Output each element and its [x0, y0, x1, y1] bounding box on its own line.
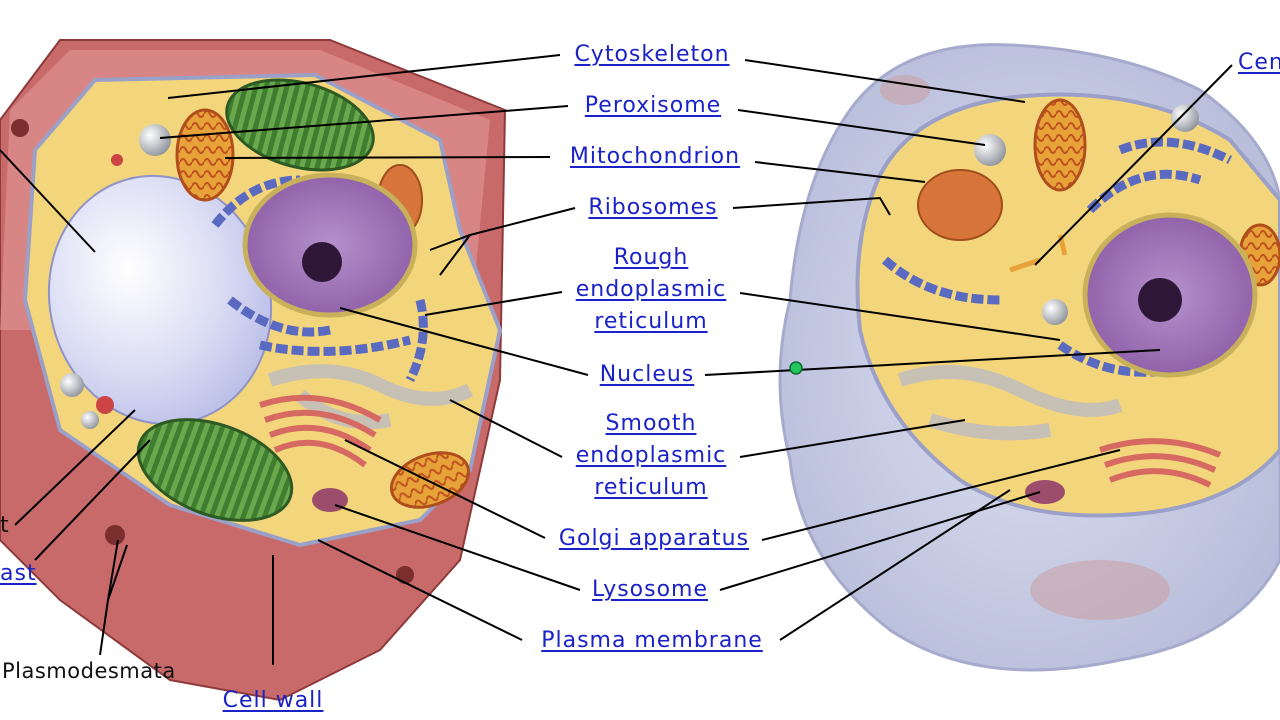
- leader-mitochondrion: [754, 161, 926, 183]
- plasmodesmata-pit: [396, 566, 414, 584]
- label-cytoskeleton[interactable]: Cytoskeleton: [574, 42, 730, 67]
- rough-er: [211, 175, 428, 383]
- label-smooth-er-line2[interactable]: endoplasmic: [575, 443, 727, 468]
- golgi: [1099, 438, 1222, 488]
- leader-mitochondrion: [224, 156, 551, 159]
- label-plasma-membrane[interactable]: Plasma membrane: [541, 628, 763, 653]
- leader-plasma-membrane: [317, 539, 523, 641]
- leader-plasma-membrane: [779, 489, 1011, 641]
- label-smooth-er-line3[interactable]: reticulum: [594, 475, 708, 500]
- vesicle: [880, 75, 930, 105]
- leader-plasmodesmata: [107, 544, 128, 601]
- leader-vacuole-partial: [14, 409, 136, 526]
- leader-peroxisome: [159, 105, 569, 139]
- label-nucleus[interactable]: Nucleus: [599, 362, 695, 387]
- plasmodesmata-pit: [11, 119, 29, 137]
- leader-golgi: [761, 449, 1121, 541]
- leader-peroxisome: [737, 109, 986, 146]
- leader-rough-er: [739, 292, 1061, 341]
- label-plasmodesmata: Plasmodesmata: [2, 659, 176, 683]
- leader-ribosomes: [732, 196, 891, 216]
- peroxisome: [139, 124, 171, 156]
- label-smooth-er[interactable]: Smooth endoplasmic reticulum: [576, 408, 727, 504]
- chloroplast: [136, 418, 294, 522]
- nucleolus: [1138, 278, 1182, 322]
- ribosome: [96, 396, 114, 414]
- leader-lines: [0, 54, 1233, 665]
- leader-chloroplast: [34, 439, 151, 561]
- label-cell-wall[interactable]: Cell wall: [222, 688, 324, 713]
- label-rough-er-line1[interactable]: Rough: [613, 245, 689, 270]
- leader-lysosome: [719, 491, 1041, 591]
- leader-lysosome: [334, 504, 581, 591]
- label-mitochondrion[interactable]: Mitochondrion: [569, 144, 741, 169]
- label-vacuole-partial: t: [0, 513, 10, 538]
- plasmodesmata-pit: [105, 525, 125, 545]
- chloroplast: [225, 78, 375, 172]
- rough-er: [882, 137, 1233, 377]
- leader-nucleus: [704, 349, 1161, 376]
- mitochondrion: [917, 169, 1003, 241]
- peroxisome: [1171, 104, 1199, 132]
- label-peroxisome[interactable]: Peroxisome: [584, 93, 722, 118]
- peroxisome: [81, 411, 99, 429]
- cursor-marker: [789, 361, 803, 375]
- nucleolus: [302, 242, 342, 282]
- vesicle: [1030, 560, 1170, 620]
- mitochondrion: [389, 451, 471, 509]
- label-rough-er-line2[interactable]: endoplasmic: [575, 277, 727, 302]
- label-rough-er-line3[interactable]: reticulum: [594, 309, 708, 334]
- label-chloroplast[interactable]: ast: [0, 561, 37, 586]
- label-smooth-er-line1[interactable]: Smooth: [605, 411, 697, 436]
- leader-cytoskeleton: [167, 54, 561, 99]
- leader-centrosome: [1034, 64, 1233, 266]
- peroxisome: [60, 373, 84, 397]
- plant-cell: [0, 39, 507, 702]
- leader-rough-er: [424, 291, 563, 316]
- mitochondrion: [1033, 98, 1087, 192]
- leader-smooth-er: [449, 399, 563, 458]
- peroxisome: [1042, 299, 1068, 325]
- label-lysosome[interactable]: Lysosome: [591, 577, 709, 602]
- ribosome: [111, 154, 123, 166]
- lysosome: [1025, 480, 1065, 504]
- leader-nucleus: [339, 307, 589, 376]
- leader-cytoskeleton: [744, 59, 1026, 103]
- leader-golgi: [344, 439, 546, 539]
- label-rough-er[interactable]: Rough endoplasmic reticulum: [576, 242, 727, 338]
- mitochondrion: [175, 108, 235, 202]
- peroxisome: [974, 134, 1006, 166]
- label-centrosome[interactable]: Cen: [1238, 50, 1280, 75]
- label-ribosomes[interactable]: Ribosomes: [588, 195, 718, 220]
- label-golgi-apparatus[interactable]: Golgi apparatus: [558, 526, 750, 551]
- leader-ribosomes: [439, 234, 471, 276]
- golgi: [259, 394, 382, 468]
- leader-smooth-er: [739, 419, 966, 458]
- leader-vacuole: [0, 149, 96, 253]
